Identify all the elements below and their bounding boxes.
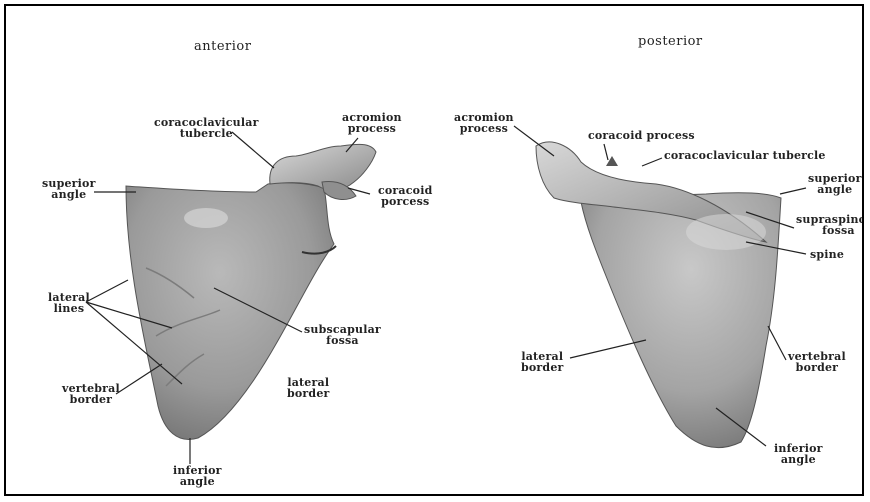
posterior-label-coracoclavicular-tubercle: coracoclavicular tubercle bbox=[664, 150, 826, 161]
posterior-label-inferior-angle: inferior angle bbox=[774, 443, 823, 465]
posterior-title: posterior bbox=[638, 34, 703, 49]
posterior-label-lateral-border: lateral border bbox=[521, 351, 564, 373]
posterior-label-acromion-process: acromion process bbox=[454, 112, 514, 134]
posterior-label-spine: spine bbox=[810, 249, 844, 260]
posterior-scapula bbox=[536, 142, 781, 448]
anterior-scapula-body bbox=[126, 183, 334, 440]
anterior-label-acromion-process: acromion process bbox=[342, 112, 402, 134]
posterior-label-coracoid-process: coracoid process bbox=[588, 130, 695, 141]
anterior-label-subscapular-fossa: subscapular fossa bbox=[304, 324, 381, 346]
anterior-label-coracoid-porcess: coracoid porcess bbox=[378, 185, 432, 207]
anterior-label-coracoclavicular-tubercle: coracoclavicular tubercle bbox=[154, 117, 259, 139]
posterior-label-superior-angle: superior angle bbox=[808, 173, 862, 195]
posterior-label-vertebral-border: vertebral border bbox=[788, 351, 846, 373]
anterior-title: anterior bbox=[194, 39, 251, 54]
anterior-label-vertebral-border: vertebral border bbox=[62, 383, 120, 405]
anterior-label-inferior-angle: inferior angle bbox=[173, 465, 222, 487]
posterior-label-supraspinous-fossa: supraspinous fossa bbox=[796, 214, 864, 236]
anterior-label-lateral-border: lateral border bbox=[287, 377, 330, 399]
figure-frame: anterior posterior acromion process cora… bbox=[4, 4, 864, 496]
anterior-label-lateral-lines: lateral lines bbox=[48, 292, 90, 314]
anterior-scapula bbox=[126, 144, 376, 439]
anterior-label-superior-angle: superior angle bbox=[42, 178, 96, 200]
scapula-illustration bbox=[6, 6, 864, 496]
